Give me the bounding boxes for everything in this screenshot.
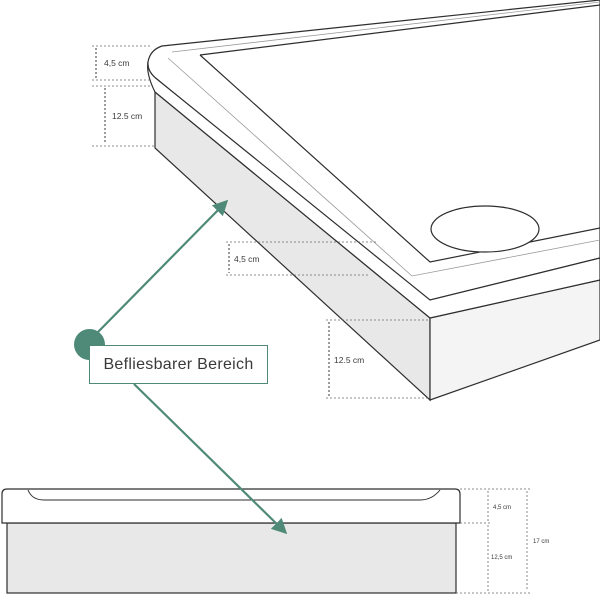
drain-icon — [430, 205, 540, 253]
dim-label-rim-middle: 4,5 cm — [234, 254, 260, 264]
side-rim-profile — [1, 488, 461, 524]
tray-inner-basin-outline — [199, 4, 600, 263]
dim-label-body-top-left: 12.5 cm — [112, 111, 142, 121]
callout-arrows — [97, 199, 288, 535]
tray-perspective-view — [147, 0, 600, 402]
tray-rim-edge — [147, 61, 600, 319]
callout-arrow-down — [133, 383, 288, 535]
callout-arrow-up — [97, 199, 229, 333]
dim-label-body-middle: 12.5 cm — [334, 355, 364, 365]
callout-label: Befliesbarer Bereich — [103, 355, 254, 373]
dim-label-body-side: 12,5 cm — [491, 555, 512, 561]
side-dimension-guides — [456, 488, 530, 594]
side-rim-inner-line — [27, 489, 441, 501]
tray-side-view — [1, 488, 461, 594]
perspective-dimension-guides — [92, 45, 430, 399]
tray-inner-bevel-line — [167, 1, 600, 277]
callout-label-box: Befliesbarer Bereich — [89, 345, 268, 384]
dim-label-total-side: 17 cm — [533, 539, 549, 545]
dim-label-rim-top-left: 4,5 cm — [104, 58, 130, 68]
side-body-panel — [6, 522, 457, 594]
dim-label-rim-side: 4,5 cm — [493, 505, 511, 511]
perspective-dimension-arrows — [95, 48, 330, 396]
